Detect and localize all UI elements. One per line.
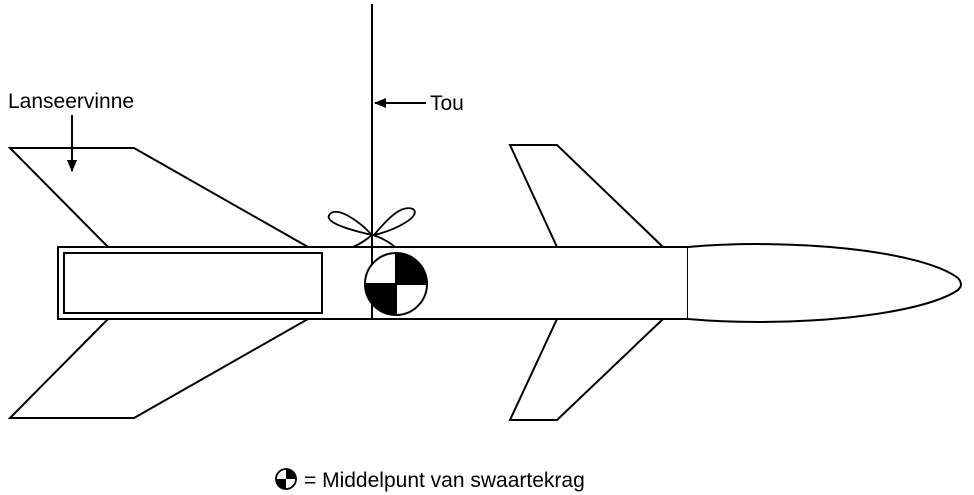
rope-label: Tou — [430, 92, 464, 115]
center-of-gravity-icon — [275, 468, 297, 490]
launch-fin-label: Lanseervinne — [8, 90, 134, 113]
rear-fin-bottom — [7, 318, 309, 419]
nose-cone — [687, 243, 962, 323]
front-fin-top — [508, 144, 664, 248]
motor-compartment — [63, 252, 323, 314]
front-fin-bottom — [508, 318, 664, 421]
legend-text: = Middelpunt van swaartekrag — [304, 469, 585, 492]
rear-fin-top — [7, 147, 309, 248]
center-of-gravity-marker — [364, 252, 428, 316]
rope-knot — [327, 207, 416, 248]
